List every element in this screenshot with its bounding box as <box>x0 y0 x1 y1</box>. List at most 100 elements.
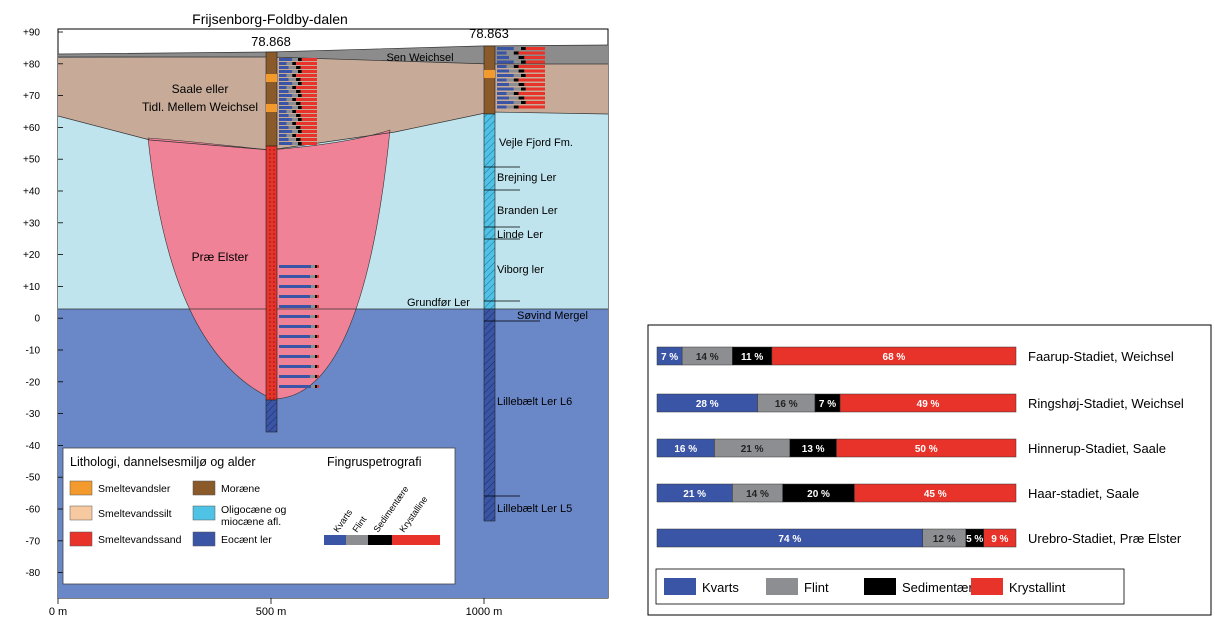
petro-segment <box>497 69 509 73</box>
legend-swatch-flint <box>766 578 798 595</box>
petro-segment <box>300 102 317 105</box>
petro-segment <box>310 275 315 278</box>
bar-value-label: 14 % <box>696 352 719 363</box>
legend-swatch <box>192 480 216 496</box>
petro-segment <box>298 130 302 133</box>
bar-value-label: 21 % <box>683 489 706 500</box>
bar-rows: 7 %14 %11 %68 %Faarup-Stadiet, Weichsel2… <box>656 346 1184 548</box>
petro-segment <box>311 265 315 268</box>
petro-segment <box>497 105 507 109</box>
petro-segment <box>296 122 317 125</box>
petro-segment <box>506 65 514 68</box>
legend-label: Smeltevandsler <box>98 483 171 495</box>
bar-value-label: 7 % <box>661 352 678 363</box>
petro-segment <box>301 118 317 121</box>
borehole-label-78868: 78.868 <box>251 34 291 49</box>
petro-segment <box>513 101 521 104</box>
petro-segment <box>518 83 525 86</box>
petro-segment <box>506 51 514 55</box>
petrography-bars-78863 <box>497 47 545 109</box>
petro-segment <box>292 62 297 65</box>
petro-segment <box>296 66 301 69</box>
borehole-label-78863: 78.863 <box>469 26 509 41</box>
petro-segment <box>497 96 509 100</box>
petro-segment <box>279 66 289 69</box>
petro-segment <box>296 138 301 141</box>
petro-swatch-krystal <box>392 535 440 545</box>
bar-value-label: 20 % <box>807 489 830 500</box>
petro-segment <box>525 47 545 50</box>
petro-segment <box>317 305 319 308</box>
petro-segment <box>525 74 545 77</box>
petro-segment <box>279 98 287 101</box>
petro-segment <box>288 66 297 69</box>
bar-segment-krystallint <box>839 393 1017 413</box>
petro-segment <box>315 365 317 368</box>
bar-value-label: 16 % <box>775 399 798 410</box>
petro-segment <box>497 87 514 91</box>
petro-segment <box>315 345 317 348</box>
petro-segment <box>315 265 317 268</box>
petro-segment <box>513 92 519 95</box>
petro-segment <box>279 345 311 348</box>
petro-segment <box>513 65 519 68</box>
petro-segment <box>317 365 319 368</box>
petro-segment <box>292 94 298 97</box>
petro-segment <box>509 96 519 100</box>
bar-segment-krystallint <box>836 438 1017 458</box>
petro-segment <box>296 62 317 65</box>
petro-segment <box>310 315 315 318</box>
petro-segment <box>279 86 287 89</box>
borehole-78868 <box>265 51 319 433</box>
petro-segment <box>292 134 297 137</box>
petro-segment <box>288 126 297 129</box>
petro-segment <box>279 122 287 125</box>
petro-segment <box>310 335 315 338</box>
unit-label: Søvind Mergel <box>517 310 588 322</box>
petro-segment <box>521 101 526 104</box>
petro-segment <box>292 58 298 61</box>
unit-label: Lillebælt Ler L5 <box>497 503 572 515</box>
y-tick-label: 0 <box>34 314 40 325</box>
petro-segment <box>518 56 525 59</box>
petro-segment <box>513 60 521 64</box>
y-tick-label: +50 <box>23 155 40 166</box>
petro-segment <box>300 114 317 117</box>
petro-swatch-flint <box>346 535 368 545</box>
bar-value-label: 7 % <box>819 399 836 410</box>
petro-segment <box>521 87 526 91</box>
legend-label: Smeltevandssilt <box>98 508 172 520</box>
petro-segment <box>286 122 293 125</box>
unit-label: Grundfør Ler <box>407 297 470 309</box>
petro-segment <box>518 69 525 73</box>
petro-segment <box>310 375 315 378</box>
petro-segment <box>518 105 545 109</box>
petro-segment <box>524 69 545 73</box>
petro-segment <box>292 106 298 109</box>
legend-swatch <box>69 505 93 521</box>
bar-value-label: 14 % <box>746 489 769 500</box>
petro-segment <box>301 142 317 145</box>
unit-label: Lillebælt Ler L6 <box>497 396 572 408</box>
legend-swatch <box>192 531 216 547</box>
petro-segment <box>317 375 319 378</box>
legend-swatch-krystallint <box>971 578 1003 595</box>
petro-segment <box>279 315 311 318</box>
legend-swatch <box>69 480 93 496</box>
petrography-bars-78868 <box>279 58 319 388</box>
petro-segment <box>296 98 317 101</box>
petro-segment <box>513 51 519 55</box>
petro-segment <box>298 118 302 121</box>
petro-swatch-sediment <box>368 535 392 545</box>
petro-segment <box>279 375 311 378</box>
y-tick-label: -40 <box>26 441 41 452</box>
unit-label: Tidl. Mellem Weichsel <box>142 100 258 114</box>
petro-segment <box>279 295 311 298</box>
petro-segment <box>317 345 319 348</box>
petro-segment <box>518 92 545 95</box>
petro-segment <box>279 114 289 117</box>
unit-label: Præ Elster <box>192 250 249 264</box>
petro-segment <box>301 58 317 61</box>
